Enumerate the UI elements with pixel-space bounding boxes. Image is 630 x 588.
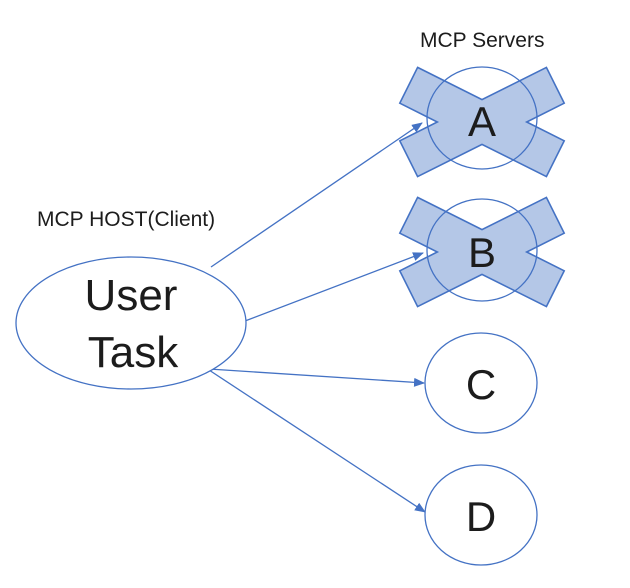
server-node-a: A: [398, 66, 566, 178]
server-label-d: D: [466, 493, 496, 540]
arrow-to-server-b: [244, 252, 424, 322]
servers-label: MCP Servers: [420, 29, 544, 52]
server-label-c: C: [466, 361, 496, 408]
arrow-to-server-c: [208, 368, 425, 387]
arrow-to-server-a: [210, 122, 423, 268]
connectors: [208, 122, 426, 513]
server-label-b: B: [468, 229, 496, 276]
server-circle-c: [424, 332, 538, 434]
server-circle-b: [426, 198, 538, 302]
user-task-node: User Task: [15, 256, 247, 390]
host-label: MCP HOST(Client): [37, 208, 215, 231]
user-task-label-line2: Task: [88, 328, 179, 377]
arrow-to-server-d: [208, 369, 426, 513]
server-node-b: B: [398, 196, 566, 308]
server-node-c: C: [424, 332, 538, 434]
server-label-a: A: [468, 98, 496, 145]
user-task-ellipse: [15, 256, 247, 390]
server-circle-a: [426, 66, 538, 170]
user-task-label-line1: User: [85, 271, 178, 320]
server-node-d: D: [424, 464, 538, 566]
server-circle-d: [424, 464, 538, 566]
